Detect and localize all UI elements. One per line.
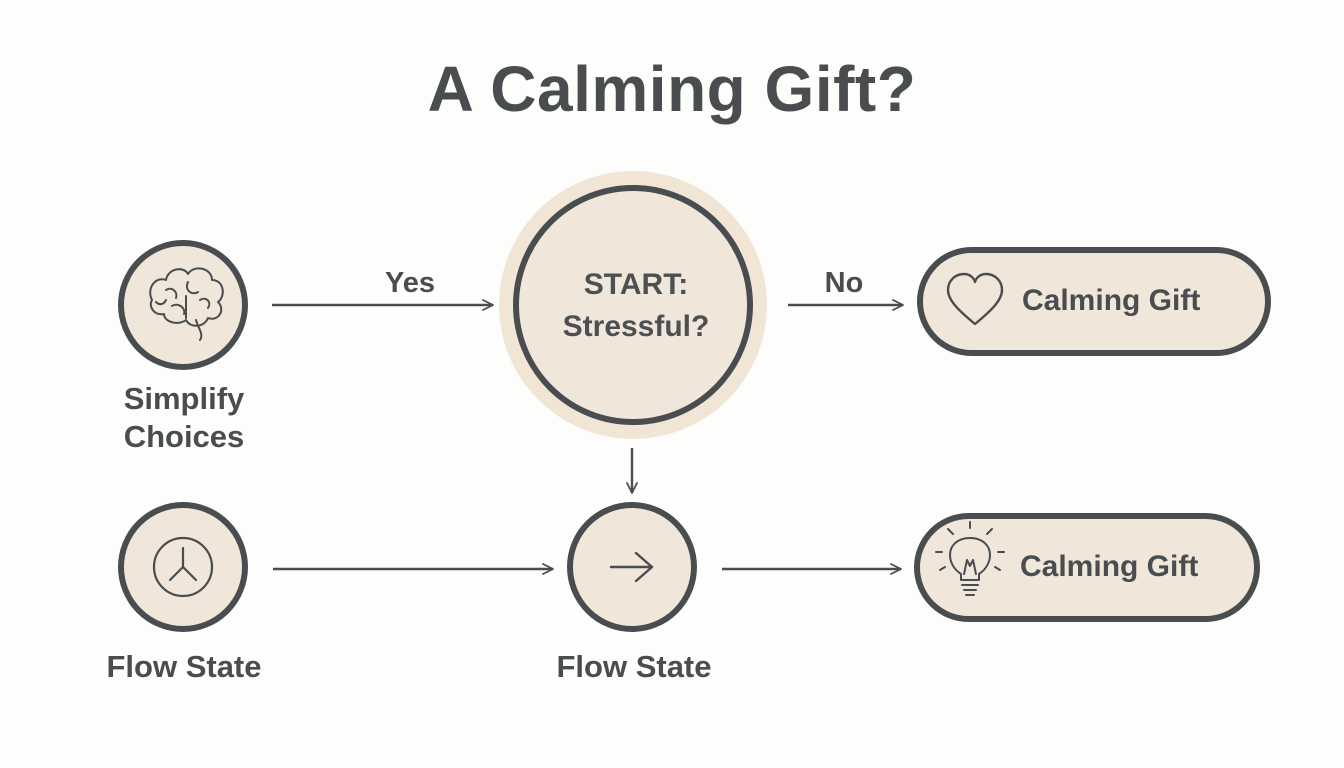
edge-label-yes: Yes — [385, 267, 435, 299]
calming-gift-top-label: Calming Gift — [1022, 284, 1201, 317]
calming-gift-bottom-node — [914, 513, 1260, 622]
calming-gift-bottom-label: Calming Gift — [1020, 550, 1199, 583]
start-node-label: START: Stressful? — [520, 264, 752, 348]
calming-gift-top-node — [917, 247, 1271, 356]
flow-center-node — [567, 502, 697, 632]
page-title: A Calming Gift? — [427, 53, 917, 125]
simplify-node-label: Simplify Choices — [123, 381, 245, 454]
start-node — [499, 171, 767, 439]
flow-left-node — [118, 502, 248, 632]
start-node-circle — [513, 185, 753, 425]
lightbulb-icon — [935, 521, 1005, 596]
start-node-label-line1: START: — [583, 268, 689, 301]
start-node-label-line2: Stressful? — [562, 310, 710, 343]
simplify-node — [118, 240, 248, 370]
arrow-right-icon — [609, 551, 654, 583]
brain-icon — [149, 267, 224, 341]
clock-icon — [152, 536, 214, 598]
flow-center-node-label: Flow State — [556, 649, 712, 684]
heart-icon — [946, 272, 1004, 326]
flow-left-node-label: Flow State — [106, 649, 262, 684]
edge-label-no: No — [824, 267, 864, 299]
